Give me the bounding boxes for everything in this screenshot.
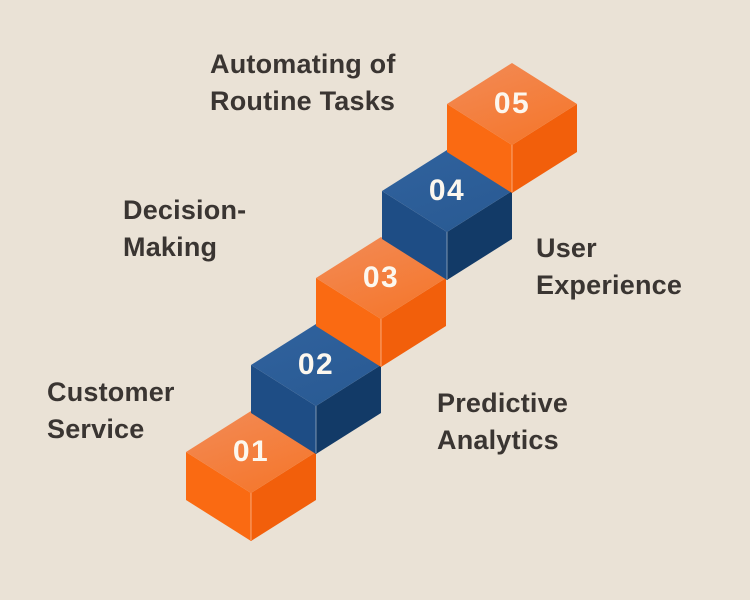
step-label-user-experience: User Experience [536, 230, 682, 304]
label-line: Making [123, 232, 218, 262]
step-number: 01 [232, 435, 270, 468]
step-label-decision-making: Decision- Making [123, 192, 246, 266]
step-label-automating-routine-tasks: Automating of Routine Tasks [210, 46, 396, 120]
label-line: Experience [536, 270, 683, 300]
cube-front-edge [380, 319, 382, 366]
cube-front-edge [511, 145, 513, 192]
label-line: Decision- [123, 195, 247, 225]
step-label-customer-service: Customer Service [47, 374, 175, 448]
label-line: Service [47, 414, 145, 444]
label-line: User [536, 233, 597, 263]
step-cube-02: 02 [251, 324, 381, 454]
step-cube-01: 01 [186, 411, 316, 541]
step-number: 03 [362, 261, 400, 294]
cube-front-edge [315, 406, 317, 453]
step-cube-05: 05 [447, 63, 577, 193]
label-line: Customer [47, 377, 175, 407]
step-cube-03: 03 [316, 237, 446, 367]
label-line: Automating of [210, 49, 396, 79]
label-line: Predictive [437, 388, 569, 418]
label-line: Analytics [437, 425, 559, 455]
label-line: Routine Tasks [210, 86, 396, 116]
step-number: 04 [428, 174, 466, 207]
step-number: 02 [297, 348, 335, 381]
cube-front-edge [250, 493, 252, 540]
cube-front-edge [446, 232, 448, 279]
step-label-predictive-analytics: Predictive Analytics [437, 385, 568, 459]
step-number: 05 [493, 87, 531, 120]
